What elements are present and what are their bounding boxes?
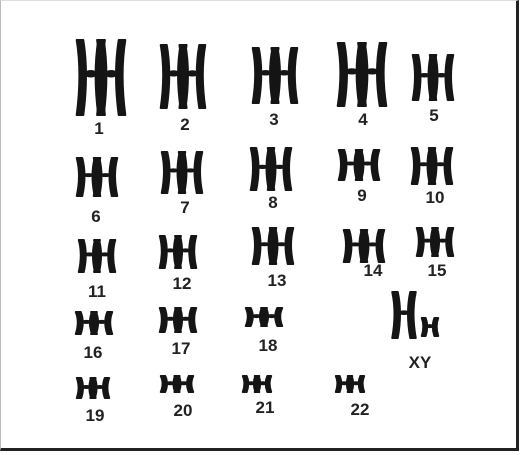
chromosome-homolog-b <box>255 376 271 392</box>
chromosome-label: 11 <box>88 282 106 301</box>
chromosome-homolog-b <box>356 150 380 180</box>
chromosome-label: 18 <box>259 336 278 355</box>
chromosome-pair-11: 11 <box>79 240 115 301</box>
chromosome-homolog-b <box>90 378 109 398</box>
chromosome-pair-22: 22 <box>336 376 370 419</box>
chromosome-pair-20: 20 <box>161 376 193 420</box>
chromosome-label: 22 <box>351 400 370 419</box>
chromosome-homolog-b <box>430 55 454 100</box>
chromosome-pair-1: 1 <box>77 40 126 138</box>
chromosome-label: 6 <box>91 207 100 226</box>
chromosome-pair-4: 4 <box>338 43 387 129</box>
chromosome-pair-6: 6 <box>77 158 118 226</box>
chromosome-homolog-b <box>91 312 112 334</box>
chromosome-pair-13: 13 <box>253 228 294 290</box>
chromosome-homolog-b <box>174 376 193 392</box>
chromosome-label: 9 <box>357 186 366 205</box>
chromosome-pair-7: 7 <box>162 152 203 217</box>
chromosome-pair-17: 17 <box>160 308 196 358</box>
chromosome-pair-15: 15 <box>417 228 453 280</box>
chromosome-homolog-b <box>271 48 297 103</box>
chromosome-label: 13 <box>268 271 287 290</box>
chromosome-homolog-b <box>429 148 453 184</box>
chromosome-pair-2: 2 <box>161 45 206 134</box>
x-chromosome <box>392 292 416 338</box>
chromosome-label: 15 <box>428 261 447 280</box>
chromosome-homolog-b <box>358 43 386 106</box>
chromosome-label: XY <box>409 353 432 372</box>
chromosome-homolog-b <box>179 152 203 193</box>
chromosome-label: 7 <box>180 198 189 217</box>
chromosome-homolog-b <box>94 158 118 196</box>
chromosome-pair-xy: XY <box>392 292 438 372</box>
chromosome-homolog-b <box>261 308 282 326</box>
chromosome-homolog-b <box>179 45 205 108</box>
chromosome-label: 10 <box>426 188 445 207</box>
chromosome-pair-9: 9 <box>339 150 380 205</box>
chromosome-pair-14: 14 <box>344 230 385 280</box>
y-chromosome <box>422 318 438 336</box>
chromosome-label: 2 <box>180 115 189 134</box>
chromosome-pair-10: 10 <box>412 148 453 207</box>
chromosome-homolog-b <box>175 308 196 332</box>
chromosome-label: 8 <box>268 193 277 212</box>
chromosome-label: 14 <box>364 261 383 280</box>
chromosome-pair-19: 19 <box>77 378 109 425</box>
chromosome-label: 19 <box>86 406 105 425</box>
chromosome-homolog-b <box>175 236 196 268</box>
chromosome-label: 1 <box>94 119 103 138</box>
chromosome-homolog-b <box>94 240 115 272</box>
chromosome-pair-16: 16 <box>76 312 112 362</box>
chromosome-pair-21: 21 <box>243 376 275 417</box>
chromosome-homolog-b <box>268 148 292 190</box>
chromosome-homolog-b <box>97 40 125 115</box>
chromosome-pair-5: 5 <box>413 55 454 125</box>
chromosome-homolog-b <box>432 228 453 256</box>
chromosome-homolog-b <box>348 376 364 392</box>
chromosome-label: 5 <box>429 106 438 125</box>
chromosome-label: 3 <box>269 110 278 129</box>
chromosome-pair-12: 12 <box>160 236 196 293</box>
chromosome-label: 20 <box>174 401 193 420</box>
chromosome-homolog-b <box>270 228 294 264</box>
chromosome-label: 16 <box>84 343 103 362</box>
chromosome-label: 21 <box>256 398 275 417</box>
chromosome-pair-18: 18 <box>246 308 282 355</box>
chromosome-pair-8: 8 <box>251 148 292 212</box>
chromosome-label: 12 <box>173 274 192 293</box>
chromosome-label: 17 <box>172 339 191 358</box>
chromosome-homolog-b <box>361 230 385 262</box>
chromosome-pair-3: 3 <box>253 48 298 129</box>
chromosome-label: 4 <box>358 110 368 129</box>
